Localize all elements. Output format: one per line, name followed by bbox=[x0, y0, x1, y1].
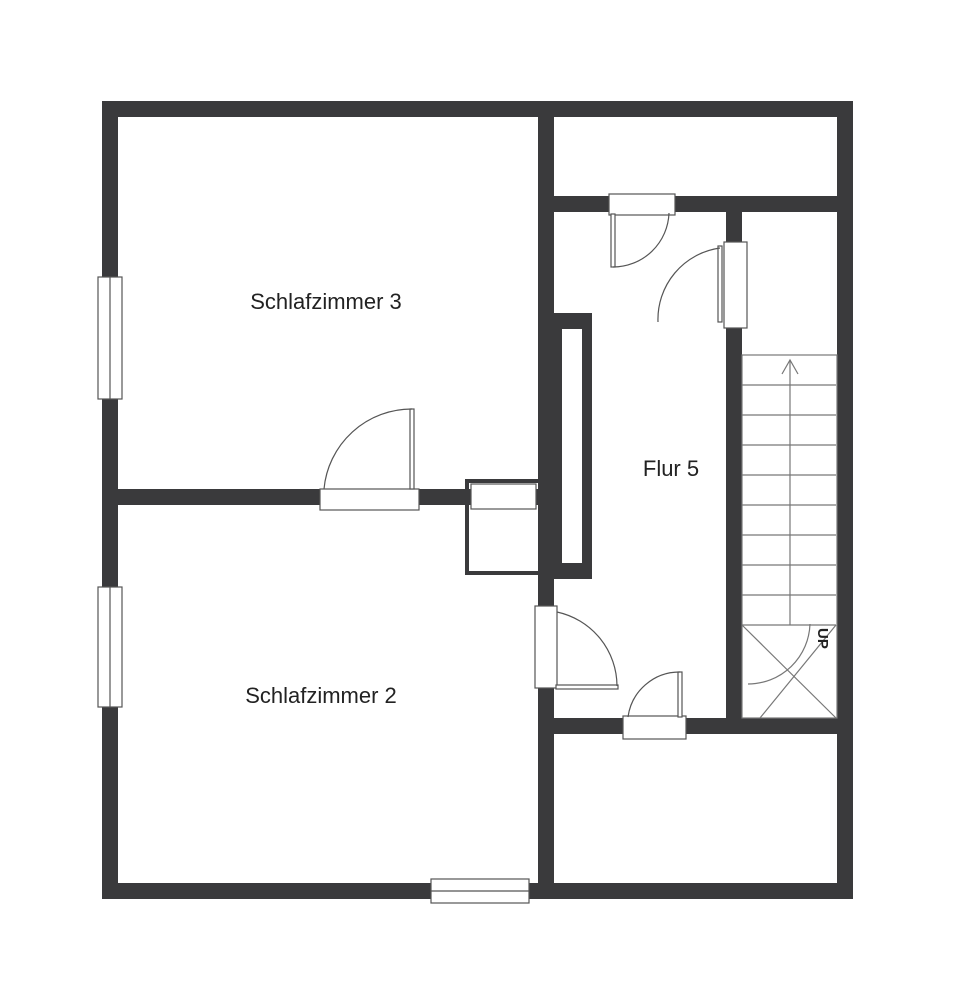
staircase: UP bbox=[741, 354, 838, 719]
door-top-room bbox=[608, 193, 676, 268]
outer-wall-top bbox=[102, 101, 853, 117]
window-bottom bbox=[430, 878, 530, 904]
room-label-hallway: Flur 5 bbox=[643, 456, 699, 481]
stair-arrow-head bbox=[781, 358, 799, 375]
stair-landing-diagonal-2 bbox=[759, 624, 837, 719]
door-lower-room bbox=[622, 671, 687, 740]
wall-upper-corridor bbox=[538, 196, 853, 212]
stair-turn-arc bbox=[747, 623, 811, 685]
chimney-inner bbox=[562, 329, 582, 563]
windows bbox=[97, 276, 530, 904]
room-label-bedroom2: Schlafzimmer 2 bbox=[245, 683, 397, 708]
wall-stair-left bbox=[726, 212, 742, 718]
doors bbox=[319, 193, 748, 740]
stair-treads bbox=[742, 384, 836, 626]
door-bedroom2 bbox=[534, 605, 619, 690]
stair-up-label: UP bbox=[814, 628, 831, 649]
shaft-box bbox=[465, 479, 542, 575]
door-stair-upper bbox=[657, 241, 748, 329]
room-label-bedroom3: Schlafzimmer 3 bbox=[250, 289, 402, 314]
window-bedroom2 bbox=[97, 586, 123, 708]
door-bedroom3 bbox=[319, 408, 420, 511]
window-bedroom3 bbox=[97, 276, 123, 400]
wall-lower-corridor bbox=[538, 718, 853, 734]
door-shaft bbox=[470, 483, 537, 510]
outer-wall-right bbox=[837, 101, 853, 899]
stair-landing-diagonal-1 bbox=[741, 624, 837, 719]
